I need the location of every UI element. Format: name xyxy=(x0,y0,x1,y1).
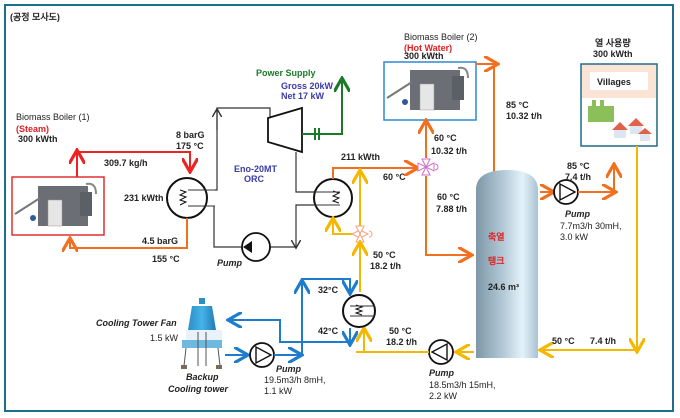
cooling-fan-power: 1.5 kW xyxy=(150,333,179,343)
steam-temp-in: 175 °C xyxy=(176,141,204,151)
mix-flow: 18.2 t/h xyxy=(370,261,401,271)
boiler2-supply-flow: 10.32 t/h xyxy=(506,111,542,121)
boiler2-name: Biomass Boiler (2) xyxy=(404,32,478,42)
boiler2-return-flow: 10.32 t/h xyxy=(431,146,467,156)
power-supply-title: Power Supply xyxy=(256,68,316,78)
village-supply-flow: 7.4 t/h xyxy=(565,172,591,182)
boiler1-icon xyxy=(11,176,105,236)
evaporator-heat-exchanger xyxy=(166,177,215,219)
cooling-pump-label: Pump xyxy=(276,364,302,374)
return-pump-temp: 50 °C xyxy=(389,326,412,336)
boiler1-type: (Steam) xyxy=(16,124,49,134)
boiler2-return-temp: 60 °C xyxy=(434,133,457,143)
tank-volume: 24.6 m³ xyxy=(488,282,519,292)
orc-pump-label: Pump xyxy=(217,258,243,268)
cooling-pump-spec2: 1.1 kW xyxy=(264,386,293,396)
steam-line xyxy=(76,151,190,177)
cooling-tower-icon xyxy=(181,298,222,369)
heat-demand-capacity: 300 kWth xyxy=(593,49,633,59)
village-pump-icon[interactable] xyxy=(553,179,579,205)
page-title: (공정 모사도) xyxy=(10,11,60,22)
cooling-pump-icon[interactable] xyxy=(249,342,275,368)
tank-inlet-line xyxy=(425,176,470,255)
condensate-line xyxy=(70,218,188,248)
boiler1-capacity: 300 kWth xyxy=(18,134,58,144)
mix-to-condenser-line xyxy=(333,220,352,235)
tank-label-line1: 축열 xyxy=(488,231,505,242)
boiler1-name: Biomass Boiler (1) xyxy=(16,112,90,122)
cooling-pump-spec1: 19.5m3/h 8mH, xyxy=(264,375,326,385)
cooling-temp-out: 42°C xyxy=(318,326,339,336)
orc-pump-icon xyxy=(241,232,271,262)
return-pump-label: Pump xyxy=(429,368,455,378)
cooling-fan-label: Cooling Tower Fan xyxy=(96,318,177,328)
orc-name-line2: ORC xyxy=(244,174,265,184)
steam-pressure-in: 8 barG xyxy=(176,130,205,140)
cooling-supply-line xyxy=(301,278,350,355)
tank-label-line2: 탱크 xyxy=(488,255,505,266)
condenser-duty: 211 kWth xyxy=(341,152,380,162)
diverter-valve-icon xyxy=(417,158,439,176)
condenser-hot-water-line xyxy=(332,168,416,179)
mixing-valve-icon xyxy=(350,225,373,243)
village-return-temp: 50 °C xyxy=(552,336,575,346)
village-pump-label: Pump xyxy=(565,209,591,219)
village-supply-temp: 85 °C xyxy=(567,161,590,171)
return-pump-spec1: 18.5m3/h 15mH, xyxy=(429,380,496,390)
condensate-temp: 155 °C xyxy=(152,254,180,264)
tank-inlet-temp: 60 °C xyxy=(437,192,460,202)
boiler2-supply-temp: 85 °C xyxy=(506,100,529,110)
cooling-tower-line2: Cooling tower xyxy=(168,384,228,394)
evaporator-duty: 231 kWth xyxy=(124,193,164,203)
turbine-icon xyxy=(267,106,303,154)
cooling-temp-in: 32°C xyxy=(318,285,339,295)
condenser-outlet-temp: 60 °C xyxy=(383,172,406,182)
return-pump-flow: 18.2 t/h xyxy=(386,337,417,347)
villages-box xyxy=(580,63,658,147)
cooling-return-line xyxy=(230,320,352,343)
village-pump-spec1: 7.7m3/h 30mH, xyxy=(560,221,622,231)
cooling-heat-exchanger xyxy=(342,294,376,328)
cooling-tower-line1: Backup xyxy=(186,372,219,382)
steam-flow: 309.7 kg/h xyxy=(104,158,148,168)
boiler2-icon xyxy=(383,61,477,121)
condenser-heat-exchanger xyxy=(313,178,353,218)
boiler2-capacity: 300 kWth xyxy=(404,51,444,61)
boiler2-type: (Hot Water) xyxy=(404,43,452,53)
power-gross: Gross 20kW xyxy=(281,81,334,91)
orc-condensate xyxy=(296,204,314,247)
return-pump-icon[interactable] xyxy=(428,339,454,365)
orc-turbine-exhaust xyxy=(295,152,314,193)
condensate-pressure: 4.5 barG xyxy=(142,236,178,246)
villages-label: Villages xyxy=(597,77,631,87)
heat-demand-title: 열 사용량 xyxy=(595,37,631,48)
mix-temp: 50 °C xyxy=(373,250,396,260)
village-return-flow: 7.4 t/h xyxy=(590,336,616,346)
village-pump-spec2: 3.0 kW xyxy=(560,232,589,242)
storage-tank xyxy=(476,170,538,358)
tank-inlet-flow: 7.88 t/h xyxy=(436,204,467,214)
diagram-frame xyxy=(4,4,674,412)
orc-name-line1: Eno-20MT xyxy=(234,164,278,174)
return-pump-spec2: 2.2 kW xyxy=(429,391,458,401)
power-net: Net 17 kW xyxy=(281,91,325,101)
